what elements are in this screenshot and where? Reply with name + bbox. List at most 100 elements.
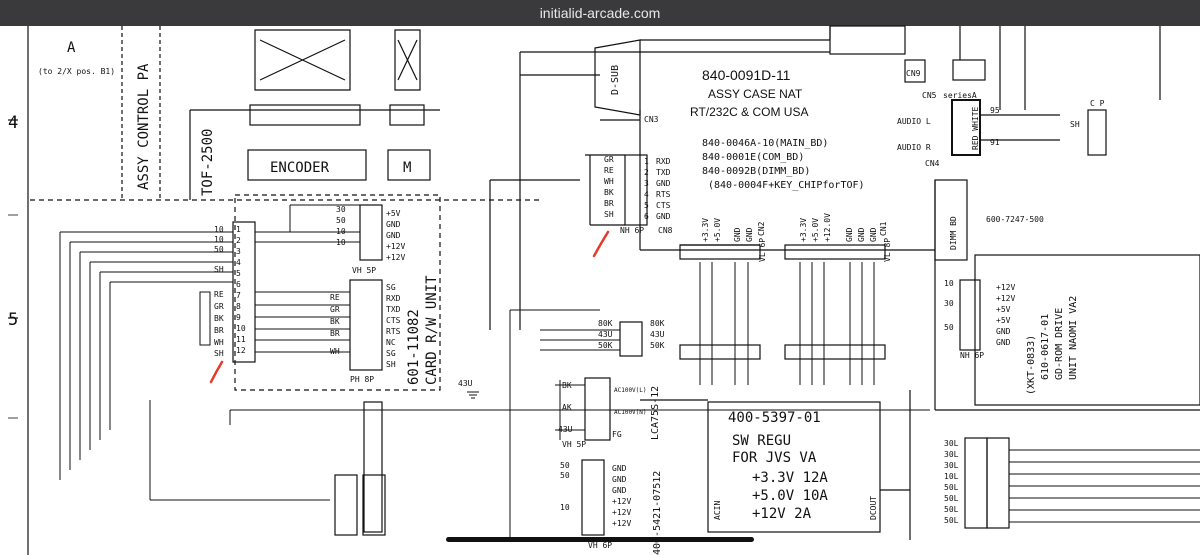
power-conn-label: VL 6P (758, 238, 767, 262)
lca-wire: BK (562, 381, 572, 390)
left-pin: 5 (236, 269, 241, 278)
psu-part: 400-5421-07512 (652, 471, 663, 555)
audio-wire-r: 91 (990, 138, 1000, 147)
row-number-5: 5 (8, 310, 18, 330)
psu-wire: 50 (560, 461, 570, 470)
url-text: initialid-arcade.com (539, 5, 661, 21)
rs232-wire: GR (604, 155, 614, 164)
lca-pin: AC100V(L) (614, 387, 647, 394)
case-part-number: 840-0091D-11 (702, 67, 791, 83)
section-note: (to 2/X pos. B1) (38, 67, 115, 76)
right-wire: 10L (944, 472, 959, 481)
power-pin: GND (857, 227, 866, 242)
psu-wire: 50 (560, 471, 570, 480)
section-letter: A (67, 40, 76, 56)
power-conn-label: VL 8P (883, 238, 892, 262)
card-power-wire: 30 (336, 205, 346, 214)
card-rw-part: 601-11082 (406, 309, 422, 385)
card-signal-wire: BR (330, 329, 340, 338)
left-pin: 8 (236, 302, 241, 311)
encoder-label: ENCODER (270, 160, 330, 176)
power-pin: +5.0V (713, 218, 722, 242)
left-pin: 4 (236, 258, 241, 267)
gd-rom-pin: +5V (996, 316, 1011, 325)
dimm-bd-label: DIMM BD (949, 216, 958, 250)
power-pin: +5.0V (811, 218, 820, 242)
home-indicator[interactable] (446, 537, 754, 542)
left-pin: 1 (236, 225, 241, 234)
sw-regu-dcout: DCOUT (869, 496, 878, 520)
ac-input-connector: 80K 43U 50K 80K 43U 50K 43U (458, 319, 665, 388)
left-wire: SH (214, 349, 224, 358)
psu-pin: +12V (612, 508, 631, 517)
lca-wire: 43U (558, 425, 573, 434)
card-signal-pin: RXD (386, 294, 401, 303)
row-number-4: 4 (8, 113, 18, 133)
right-wire-bundle: 30L 30L 30L 10L 50L 50L 50L 50L (944, 439, 959, 525)
gd-rom-wire: 50 (944, 323, 954, 332)
sw-regu-sub: FOR JVS VA (732, 450, 817, 466)
right-wire: 50L (944, 483, 959, 492)
power-pin: GND (845, 227, 854, 242)
audio-cp: C P (1090, 99, 1105, 108)
psu-pin: GND (612, 486, 627, 495)
left-wire: RE (214, 290, 224, 299)
gd-rom-pin: GND (996, 327, 1011, 336)
power-pin: GND (745, 227, 754, 242)
card-signal-wire: RE (330, 293, 340, 302)
rs232-pin: 4 (644, 190, 649, 199)
psu-pin: GND (612, 475, 627, 484)
gd-rom-conn: NH 6P (960, 351, 984, 360)
sw-regu-output: +12V 2A (752, 506, 812, 522)
sw-regu-output: +5.0V 10A (752, 488, 828, 504)
rs232-pin: 5 (644, 201, 649, 210)
left-wire: WH (214, 338, 224, 347)
audio-sh: SH (1070, 120, 1080, 129)
card-signal-wire: WH (330, 347, 340, 356)
power-cn2-connector: +3.3V +5.0V GND GND VL 6P (701, 218, 767, 262)
left-wire: BR (214, 326, 224, 335)
psu-wire: 10 (560, 503, 570, 512)
psu-conn: VH 6P (588, 541, 612, 550)
lca-wire: AK (562, 403, 572, 412)
card-signal-pin: CTS (386, 316, 401, 325)
ac-wire-out: 80K (650, 319, 665, 328)
tof-label: TOF-2500 (200, 129, 216, 196)
card-signal-pin: TXD (386, 305, 401, 314)
left-wire: SH (214, 265, 224, 274)
gd-rom-drive: 600-7247-500 UNIT NAOMI VA2 GD-ROM DRIVE… (944, 215, 1079, 395)
ac-wire: 80K (598, 319, 613, 328)
sw-regulator: 400-5397-01 SW REGU FOR JVS VA +3.3V 12A… (713, 410, 878, 522)
left-wire: BK (214, 314, 224, 323)
ac-wire-out: 43U (650, 330, 665, 339)
rs232-wire: BK (604, 188, 614, 197)
cn8-label: CN8 (658, 226, 673, 235)
rs232-signal: CTS (656, 201, 671, 210)
board-list-3: (840-0004F+KEY_CHIPforTOF) (708, 180, 865, 191)
board-list-0: 840-0046A-10(MAIN_BD) (702, 138, 828, 149)
browser-address-bar[interactable]: initialid-arcade.com (0, 0, 1200, 26)
card-signal-pin: NC (386, 338, 396, 347)
psu-pin: GND (612, 464, 627, 473)
gd-rom-wire: 10 (944, 279, 954, 288)
ac-wire: 50K (598, 341, 613, 350)
card-rw-unit: CARD R/W UNIT 601-11082 +5V GND GND +12V… (330, 205, 440, 385)
rs232-pin: 2 (644, 168, 649, 177)
sw-regu-acin: ACIN (713, 501, 722, 520)
cn3-label: CN3 (644, 115, 659, 124)
cn2-label: CN2 (757, 221, 766, 236)
right-wire: 50L (944, 505, 959, 514)
cn1-label: CN1 (879, 221, 888, 236)
left-wire: GR (214, 302, 224, 311)
rs232-wire: RE (604, 166, 614, 175)
gd-rom-part1: 610-0617-01 (1040, 314, 1051, 380)
audio-wire-l: 95 (990, 106, 1000, 115)
rs232-wire: BR (604, 199, 614, 208)
left-connector: 10 10 50 SH RE GR BK BR WH SH 1 2 3 4 5 … (214, 225, 246, 358)
card-power-wire: 10 (336, 238, 346, 247)
card-power-conn: VH 5P (352, 266, 376, 275)
left-wire: 10 (214, 235, 224, 244)
lca-fg: FG (612, 430, 622, 439)
left-pin: 10 (236, 324, 246, 333)
